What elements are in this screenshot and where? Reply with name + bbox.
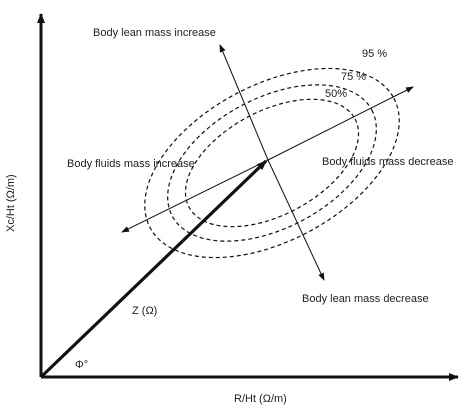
ellipse-50-label: 50% — [325, 88, 347, 100]
lean-mass-axis — [219, 44, 269, 161]
fluids-axis-left — [121, 159, 269, 233]
y-axis-label: Xc/Ht (Ω/m) — [5, 174, 17, 232]
fluids-increase-label: Body fluids mass increase — [67, 158, 195, 170]
ellipse-95-label: 95 % — [362, 48, 387, 60]
lean-mass-axis-lower — [267, 159, 325, 281]
ellipse-75 — [167, 84, 377, 242]
fluids-decrease-label: Body fluids mass decrease — [322, 156, 453, 168]
x-axis-label: R/Ht (Ω/m) — [234, 393, 287, 405]
impedance-vector — [39, 159, 268, 379]
ellipse-75-label: 75 % — [341, 71, 366, 83]
fluids-axis-right — [267, 86, 414, 161]
lean-increase-label: Body lean mass increase — [93, 27, 216, 39]
lean-decrease-label: Body lean mass decrease — [302, 293, 429, 305]
vector-label: Z (Ω) — [132, 305, 157, 317]
phase-angle-label: Φ° — [75, 359, 88, 371]
